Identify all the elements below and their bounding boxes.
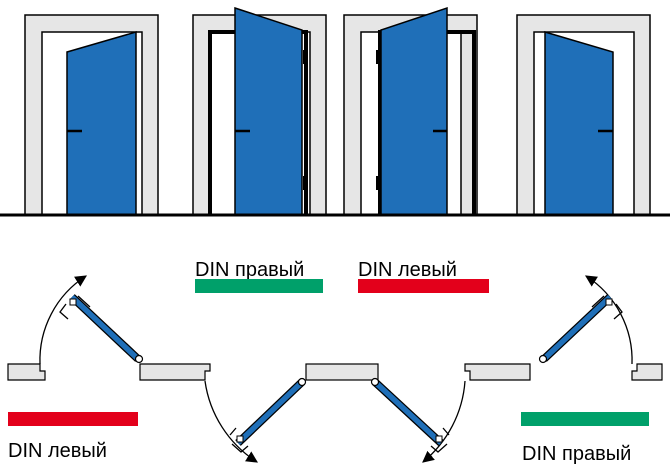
din-left-color-bar <box>8 412 138 426</box>
plan-views <box>7 275 663 463</box>
swing-arrow-icon <box>39 275 87 365</box>
top-legend: DIN правый DIN левый <box>195 259 489 293</box>
wall-segments <box>7 363 663 381</box>
door-front-view-icon <box>516 14 651 216</box>
label-din-left-top: DIN левый <box>358 259 457 281</box>
door-swing-plan-icon <box>204 377 307 463</box>
door-swing-plan-icon <box>39 275 144 365</box>
swing-arrow-icon <box>204 380 258 463</box>
din-right-color-bar <box>521 412 649 426</box>
label-din-right-top: DIN правый <box>195 259 304 281</box>
swing-arrow-icon <box>585 275 633 365</box>
din-left-color-bar <box>358 279 489 293</box>
door-swing-plan-icon <box>538 275 633 365</box>
label-din-right-bottom: DIN правый <box>522 443 631 465</box>
door-front-view-icon <box>192 6 327 216</box>
door-front-view-icon <box>343 6 478 216</box>
front-views <box>0 6 670 217</box>
din-right-color-bar <box>195 279 323 293</box>
swing-arrow-icon <box>422 380 466 463</box>
door-swing-plan-icon <box>370 377 466 463</box>
door-front-view-icon <box>24 14 159 216</box>
label-din-left-bottom: DIN левый <box>8 440 107 462</box>
bottom-legend: DIN левый DIN правый <box>8 412 649 465</box>
